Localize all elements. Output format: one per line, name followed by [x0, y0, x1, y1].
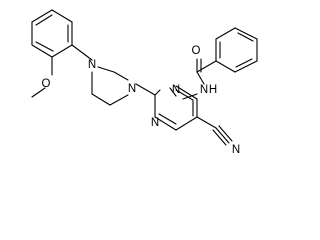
chemical-structure-diagram: O N H N N N N O N	[31, 9, 258, 156]
piperazine-ring	[91, 66, 156, 106]
pyrimidine-ring	[154, 85, 198, 131]
piperazine-n-aryl-label: N	[88, 59, 96, 71]
nitrile-nitrogen-label: N	[232, 144, 240, 156]
nitrile-group	[196, 116, 233, 146]
piperazine-n-pyrimidine-label: N	[128, 83, 136, 95]
methoxyphenyl-ring	[31, 9, 93, 61]
methoxy-group	[31, 56, 53, 98]
amide-oxygen-label: O	[192, 45, 201, 57]
methoxy-oxygen-label: O	[42, 78, 51, 90]
benzoyl-phenyl-ring	[215, 27, 258, 73]
amide-nitrogen-label: N	[200, 84, 208, 96]
pyrimidine-n1-label: N	[151, 117, 159, 129]
amide-group	[182, 58, 217, 100]
pyrimidine-n3-label: N	[172, 84, 180, 96]
amide-hydrogen-label: H	[209, 84, 217, 96]
